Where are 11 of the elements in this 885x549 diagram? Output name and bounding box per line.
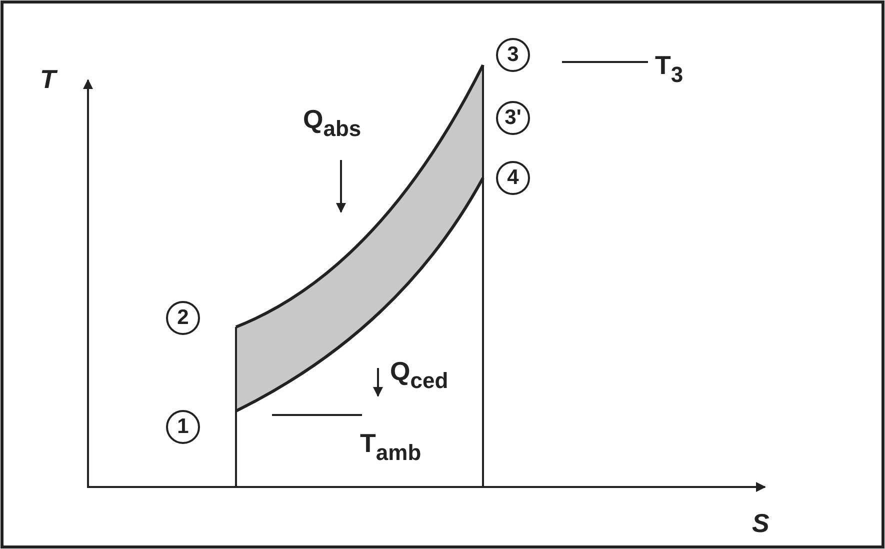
- axis-label: S: [752, 510, 770, 536]
- heat-label: Q$_{ced}$: [390, 358, 448, 392]
- temperature-label: T$_{3}$: [655, 52, 684, 86]
- state-circle: 4: [496, 161, 530, 195]
- heat-label: Q$_{abs}$: [303, 106, 362, 140]
- state-circle: 3': [496, 101, 530, 135]
- state-circle: 2: [166, 301, 200, 335]
- axis-label: T: [40, 66, 56, 92]
- state-circle: 1: [166, 410, 200, 444]
- state-circle: 3: [496, 38, 530, 72]
- temperature-label: T$_{amb}$: [360, 430, 422, 464]
